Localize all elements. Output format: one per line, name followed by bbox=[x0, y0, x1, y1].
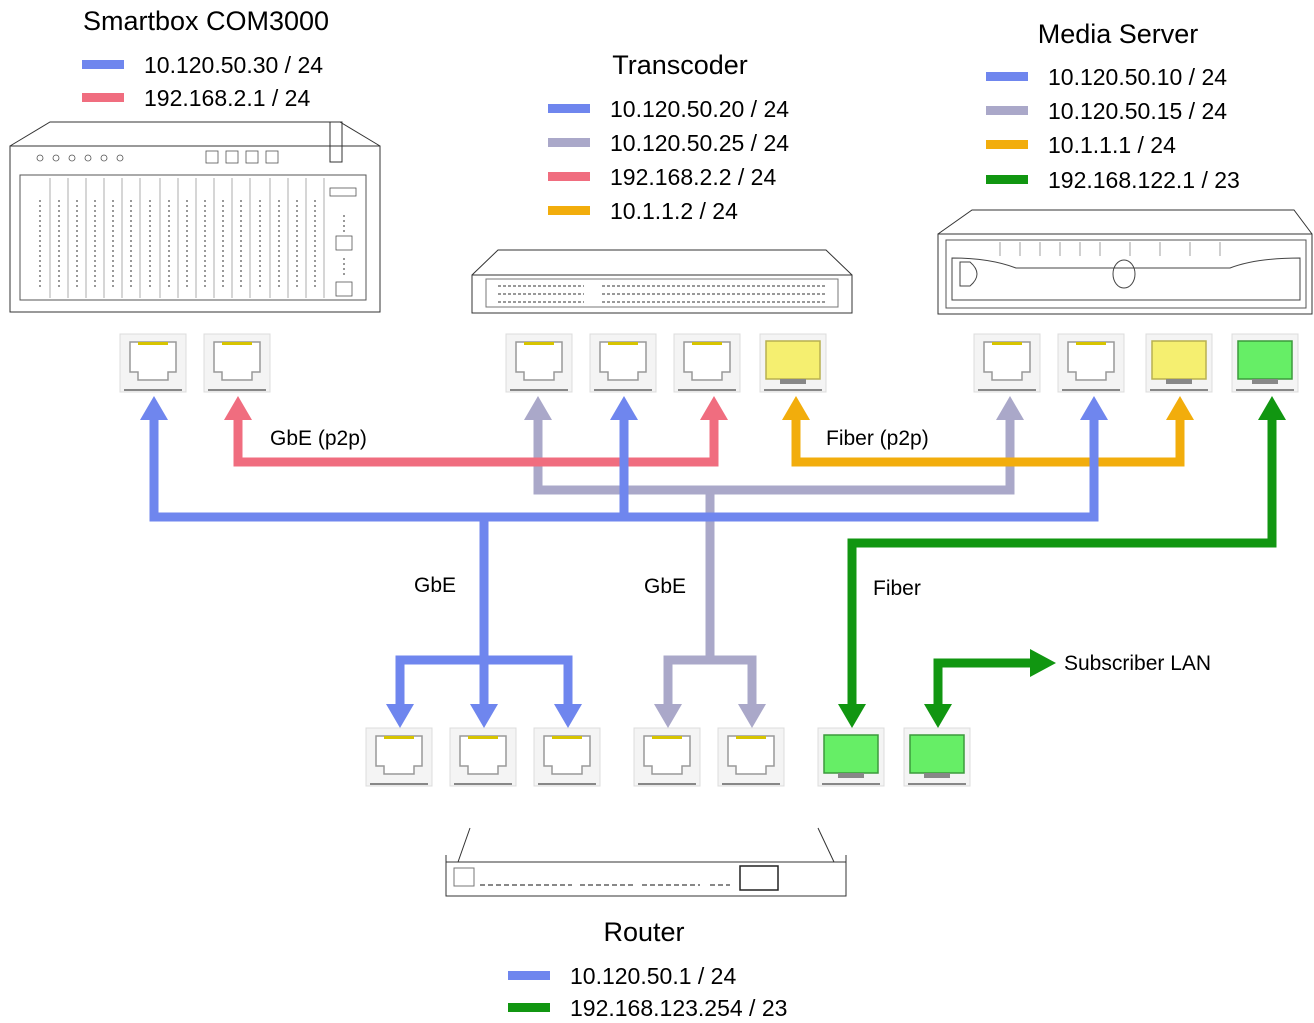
router-address-2: 192.168.123.254 / 23 bbox=[570, 995, 787, 1021]
smartbox-title: Smartbox COM3000 bbox=[83, 6, 329, 36]
orange-fiber-p2p-link bbox=[791, 420, 1185, 467]
media-server-address-2-swatch bbox=[986, 106, 1028, 115]
media-server-title: Media Server bbox=[1038, 19, 1199, 49]
gbe-p2p-label: GbE (p2p) bbox=[270, 427, 367, 450]
transcoder-address-3: 192.168.2.2 / 24 bbox=[610, 164, 776, 190]
router-address-1: 10.120.50.1 / 24 bbox=[570, 963, 736, 989]
media-server-port-1 bbox=[973, 333, 1041, 393]
media-server-address-3: 10.1.1.1 / 24 bbox=[1048, 132, 1176, 158]
transcoder-sfp-port bbox=[759, 333, 827, 393]
transcoder-port-2 bbox=[589, 333, 657, 393]
smartbox-ports bbox=[119, 333, 271, 393]
smartbox-address-1: 10.120.50.30 / 24 bbox=[144, 52, 323, 78]
smartbox-address-2: 192.168.2.1 / 24 bbox=[144, 85, 310, 111]
router-port-5 bbox=[717, 727, 785, 787]
router-port-1 bbox=[365, 727, 433, 787]
smartbox-address-2-swatch bbox=[82, 93, 124, 102]
router-title: Router bbox=[603, 917, 684, 947]
blue-gbe-network bbox=[149, 420, 1099, 706]
fiber-label: Fiber bbox=[873, 577, 921, 600]
transcoder-address-1: 10.120.50.20 / 24 bbox=[610, 96, 789, 122]
media-server-image bbox=[937, 209, 1313, 315]
transcoder-address-2: 10.120.50.25 / 24 bbox=[610, 130, 789, 156]
gbe-lavender-label: GbE bbox=[644, 575, 686, 598]
subscriber-lan-label: Subscriber LAN bbox=[1064, 652, 1211, 675]
transcoder-address-2-swatch bbox=[548, 138, 590, 147]
transcoder-ports bbox=[505, 333, 827, 393]
arrowheads bbox=[140, 396, 1286, 728]
gbe-blue-label: GbE bbox=[414, 574, 456, 597]
media-server-ports bbox=[973, 333, 1299, 393]
media-server-port-2 bbox=[1057, 333, 1125, 393]
router-address-2-swatch bbox=[508, 1003, 550, 1012]
transcoder-title: Transcoder bbox=[612, 50, 748, 80]
router-sfp-port-1 bbox=[817, 727, 885, 787]
transcoder-port-3 bbox=[673, 333, 741, 393]
media-server-address-1: 10.120.50.10 / 24 bbox=[1048, 64, 1227, 90]
transcoder-address-4: 10.1.1.2 / 24 bbox=[610, 198, 738, 224]
smartbox-chassis-image bbox=[9, 121, 381, 313]
router-port-3 bbox=[533, 727, 601, 787]
media-server-sfp-port-2 bbox=[1231, 333, 1299, 393]
media-server-sfp-port-1 bbox=[1145, 333, 1213, 393]
media-server-address-1-swatch bbox=[986, 72, 1028, 81]
router-unit-image bbox=[445, 827, 847, 897]
red-gbe-p2p-link bbox=[233, 420, 719, 467]
smartbox-address-1-swatch bbox=[82, 60, 124, 69]
smartbox-port-1 bbox=[119, 333, 187, 393]
router-address-1-swatch bbox=[508, 971, 550, 980]
media-server-address-3-swatch bbox=[986, 140, 1028, 149]
transcoder-address-4-swatch bbox=[548, 206, 590, 215]
media-server-address-4-swatch bbox=[986, 175, 1028, 184]
transcoder-address-1-swatch bbox=[548, 104, 590, 113]
router-port-4 bbox=[633, 727, 701, 787]
router-port-2 bbox=[449, 727, 517, 787]
media-server-address-2: 10.120.50.15 / 24 bbox=[1048, 98, 1227, 124]
transcoder-unit-image bbox=[471, 249, 853, 314]
transcoder-port-1 bbox=[505, 333, 573, 393]
green-fiber-link bbox=[847, 420, 1277, 706]
green-subscriber-link bbox=[933, 658, 1032, 706]
router-ports bbox=[365, 727, 971, 787]
fiber-p2p-label: Fiber (p2p) bbox=[826, 427, 929, 450]
media-server-address-4: 192.168.122.1 / 23 bbox=[1048, 167, 1240, 193]
router-sfp-port-2 bbox=[903, 727, 971, 787]
smartbox-port-2 bbox=[203, 333, 271, 393]
transcoder-address-3-swatch bbox=[548, 172, 590, 181]
